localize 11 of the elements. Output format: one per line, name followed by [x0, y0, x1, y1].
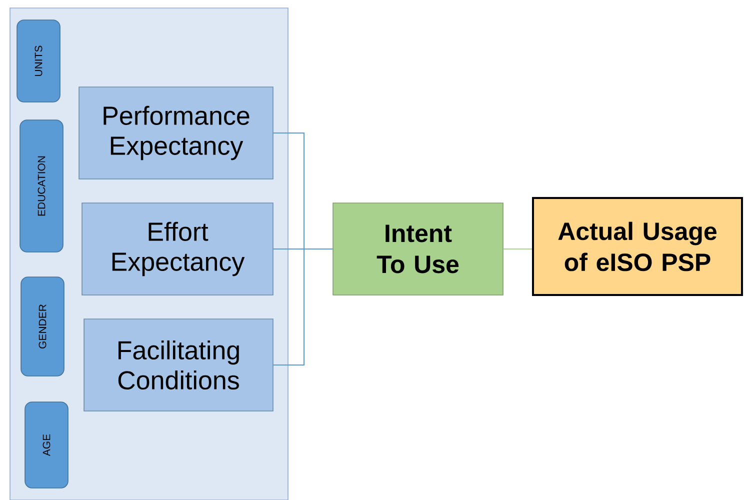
- connector-line: [272, 248, 334, 366]
- moderator-box: GENDER: [20, 276, 64, 376]
- intent-box: Intent To Use: [332, 202, 504, 296]
- factor-box: Performance Expectancy: [78, 86, 274, 180]
- usage-box: Actual Usage of eISO PSP: [532, 197, 743, 296]
- moderator-box: UNITS: [16, 20, 60, 102]
- connector-line: [502, 248, 532, 250]
- factor-box: Facilitating Conditions: [84, 318, 274, 412]
- moderator-box: EDUCATION: [20, 120, 64, 252]
- moderator-box: AGE: [24, 402, 68, 488]
- factor-box: Effort Expectancy: [82, 202, 274, 296]
